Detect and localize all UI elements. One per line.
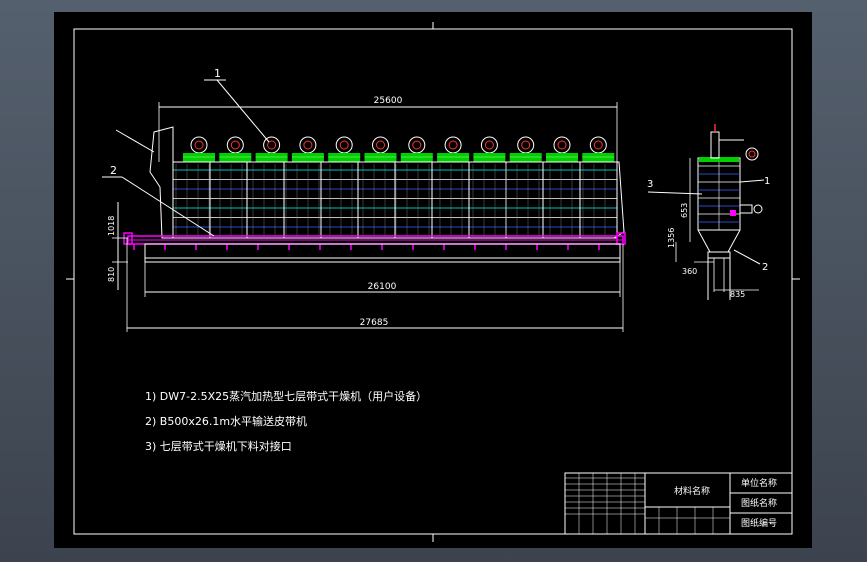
side-callout-1: 1 xyxy=(764,176,770,187)
fan-base xyxy=(509,153,542,162)
side-dim-text-1: 653 xyxy=(680,203,689,218)
dim-text-left-2: 810 xyxy=(107,267,116,282)
side-motor-wheel xyxy=(753,204,763,214)
notes: 1) DW7-2.5X25蒸汽加热型七层带式干燥机（用户设备） 2) B500x… xyxy=(145,389,427,453)
fan-icon xyxy=(444,136,462,154)
fan-icon xyxy=(589,136,607,154)
side-fan-hub xyxy=(748,150,756,158)
drawing-canvas[interactable]: 25600 26100 27685 1018 810 xyxy=(54,12,812,548)
tb-material-name: 材料名称 xyxy=(674,485,710,497)
dim-text-top: 25600 xyxy=(374,96,403,106)
tb-unit-name: 单位名称 xyxy=(741,477,777,489)
side-conveyor-box xyxy=(707,251,731,259)
title-block-grid xyxy=(565,473,730,534)
hopper-guide-line xyxy=(115,129,155,153)
dim-text-bottom-2: 27685 xyxy=(360,318,389,328)
callout-1-leader xyxy=(216,79,270,143)
fan-hub-icon xyxy=(194,140,204,150)
side-callout-2: 2 xyxy=(762,262,768,273)
title-block: 材料名称 单位名称 图纸名称 图纸编号 xyxy=(564,472,793,535)
fan-base xyxy=(255,153,288,162)
fan-hub-icon xyxy=(376,140,385,150)
side-motor xyxy=(739,204,753,214)
fan-base xyxy=(219,153,252,162)
conveyor-tail xyxy=(616,232,626,245)
fan-base xyxy=(546,153,578,162)
fan-hub-icon xyxy=(557,140,567,150)
note-2: 2) B500x26.1m水平输送皮带机 xyxy=(145,414,307,428)
tb-drawing-number: 图纸编号 xyxy=(741,517,777,529)
fan-row xyxy=(183,136,615,162)
side-discharge-hopper xyxy=(697,229,741,253)
fan-icon xyxy=(263,136,281,154)
callout-2-label: 2 xyxy=(110,164,117,177)
dim-text-bottom-1: 26100 xyxy=(368,282,397,292)
side-callout-2-leader xyxy=(733,249,761,265)
fan-icon xyxy=(226,136,244,154)
fan-base xyxy=(437,153,470,162)
base-frame xyxy=(144,243,621,263)
fan-base xyxy=(291,153,324,162)
side-dim-text-4: 835 xyxy=(730,290,745,299)
conveyor-head xyxy=(123,232,133,245)
fan-hub-icon xyxy=(593,140,603,150)
fan-icon xyxy=(372,136,389,154)
callout-1-label: 1 xyxy=(214,67,221,80)
side-callout-3: 3 xyxy=(647,179,653,190)
fan-hub-icon xyxy=(267,140,277,150)
feed-hopper xyxy=(149,126,174,239)
side-callout-1-leader xyxy=(739,179,765,183)
tb-drawing-name: 图纸名称 xyxy=(741,497,777,509)
fan-base xyxy=(183,153,215,162)
side-layers xyxy=(698,158,740,230)
fan-hub-icon xyxy=(448,140,458,150)
side-marker xyxy=(730,210,736,216)
callout-2-leader xyxy=(121,176,215,237)
side-dim-text-3: 360 xyxy=(682,267,697,276)
fan-hub-icon xyxy=(230,140,240,150)
fan-base xyxy=(364,153,397,162)
side-callout-3-leader xyxy=(647,191,703,195)
fan-icon xyxy=(408,136,426,154)
fan-base xyxy=(473,153,506,162)
outer-frame xyxy=(73,28,793,535)
fan-hub-icon xyxy=(303,140,313,150)
fan-icon xyxy=(517,136,535,154)
fan-hub-icon xyxy=(521,140,531,150)
conveyor-supports xyxy=(123,232,626,250)
fan-icon xyxy=(299,136,317,154)
right-end-cap xyxy=(607,161,625,239)
dim-text-left-1: 1018 xyxy=(107,216,116,236)
note-1: 1) DW7-2.5X25蒸汽加热型七层带式干燥机（用户设备） xyxy=(145,389,427,403)
side-fan-icon xyxy=(745,147,759,161)
fan-hub-icon xyxy=(412,140,422,150)
title-block-frame xyxy=(564,472,793,535)
fan-base xyxy=(328,153,361,162)
side-view: 653 1356 360 835 3 1 2 xyxy=(647,124,770,300)
drawing-svg: 25600 26100 27685 1018 810 xyxy=(66,22,800,542)
front-view: 25600 26100 27685 1018 810 xyxy=(102,67,626,332)
fan-base xyxy=(582,153,615,162)
fan-hub-icon xyxy=(484,140,494,150)
fan-base xyxy=(400,153,433,162)
fan-icon xyxy=(190,136,208,154)
side-top-green xyxy=(699,157,739,162)
fan-icon xyxy=(553,136,571,154)
fan-icon xyxy=(335,136,353,154)
fan-icon xyxy=(480,136,498,154)
dryer-layers xyxy=(172,162,618,238)
fan-hub-icon xyxy=(339,140,349,150)
side-stack xyxy=(710,131,720,159)
note-3: 3) 七层带式干燥机下料对接口 xyxy=(145,439,292,453)
side-dim-text-2: 1356 xyxy=(667,228,676,248)
